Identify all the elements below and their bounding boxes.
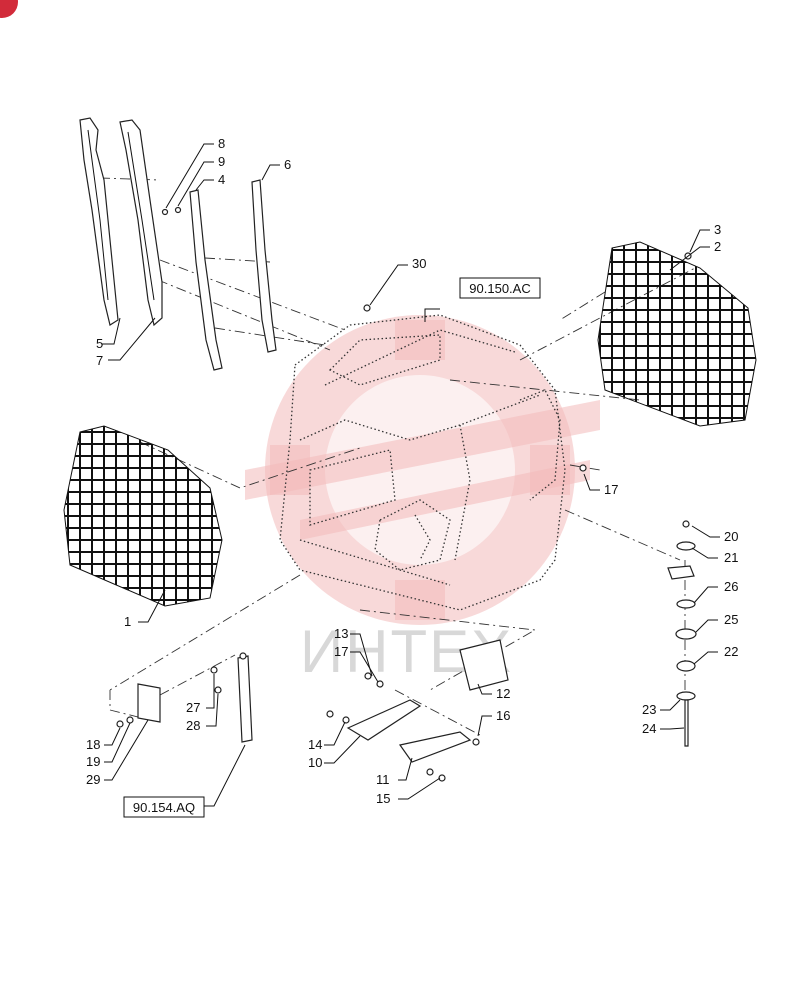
link-assembly	[326, 639, 509, 782]
leader-lines	[102, 143, 720, 807]
callout-20: 20	[724, 529, 738, 544]
callout-19: 19	[86, 754, 100, 769]
callout-4: 4	[218, 172, 225, 187]
part-30-bolt	[363, 304, 371, 312]
callout-16: 16	[496, 708, 510, 723]
part-2-mesh-screen-right	[597, 241, 757, 427]
gas-spring-assembly	[116, 652, 253, 743]
callout-1: 1	[124, 614, 131, 629]
part-1-mesh-screen-left	[63, 425, 223, 607]
callout-10: 10	[308, 755, 322, 770]
cab-frame	[279, 314, 566, 611]
callout-30: 30	[412, 256, 426, 271]
callout-14: 14	[308, 737, 322, 752]
part-7-trim-panel	[119, 119, 163, 327]
callout-6: 6	[284, 157, 291, 172]
callout-27: 27	[186, 700, 200, 715]
ref-box-bottom-label: 90.154.AQ	[133, 800, 195, 815]
isolator-mount-stack	[667, 520, 697, 747]
part-17-bolt	[579, 464, 587, 472]
callout-18: 18	[86, 737, 100, 752]
part-5-trim-panel	[79, 117, 119, 326]
callout-labels: 5 7 8 9 4 6 3 2 30 17 1 20 21 26 25 22 2…	[86, 136, 738, 806]
part-4-trim-strip	[189, 189, 223, 371]
callout-17a: 17	[604, 482, 618, 497]
callout-22: 22	[724, 644, 738, 659]
callout-25: 25	[724, 612, 738, 627]
callout-13: 13	[334, 626, 348, 641]
callout-8: 8	[218, 136, 225, 151]
part-8-9-clips	[161, 206, 182, 216]
callout-26: 26	[724, 579, 738, 594]
callout-17b: 17	[334, 644, 348, 659]
callout-5: 5	[96, 336, 103, 351]
part-6-trim-strip	[251, 179, 277, 353]
callout-2: 2	[714, 239, 721, 254]
callout-3: 3	[714, 222, 721, 237]
callout-9: 9	[218, 154, 225, 169]
callout-21: 21	[724, 550, 738, 565]
callout-7: 7	[96, 353, 103, 368]
callout-12: 12	[496, 686, 510, 701]
watermark-logo	[245, 315, 600, 625]
callout-24: 24	[642, 721, 656, 736]
ref-box-top: 90.150.AC	[459, 277, 541, 299]
ref-box-top-label: 90.150.AC	[469, 281, 530, 296]
callout-11: 11	[376, 772, 390, 787]
ref-box-bottom: 90.154.AQ	[123, 796, 205, 818]
corner-badge	[0, 0, 18, 18]
callout-23: 23	[642, 702, 656, 717]
callout-15: 15	[376, 791, 390, 806]
callout-28: 28	[186, 718, 200, 733]
callout-29: 29	[86, 772, 100, 787]
